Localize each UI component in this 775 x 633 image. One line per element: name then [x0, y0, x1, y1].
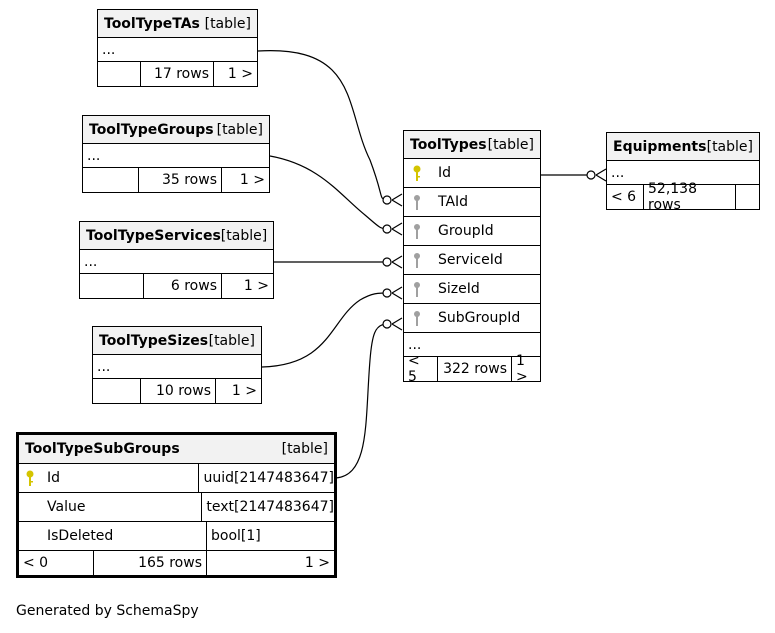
column-row[interactable]: Id uuid[2147483647]: [19, 464, 334, 493]
table-tooltypetas[interactable]: ToolTypeTAs[table] ... 17 rows 1 >: [97, 9, 258, 87]
table-name: ToolTypeTAs: [104, 15, 200, 32]
column-name: SizeId: [438, 281, 480, 297]
children-count: 1 >: [516, 353, 528, 385]
row-count: 10 rows: [141, 379, 216, 403]
table-tag: [table]: [706, 138, 753, 155]
ellipsis: ...: [84, 253, 98, 270]
children-count: 1 >: [304, 555, 330, 571]
row-count: 35 rows: [139, 168, 222, 192]
foreign-key-icon: [414, 195, 420, 210]
table-tag: [table]: [220, 227, 268, 244]
ellipsis: ...: [611, 164, 625, 181]
parents-count: [93, 379, 141, 403]
children-count: 1 >: [239, 172, 265, 188]
column-row[interactable]: SubGroupId: [404, 304, 540, 333]
table-tooltypegroups[interactable]: ToolTypeGroups[table] ... 35 rows 1 >: [82, 115, 270, 193]
table-tag: [table]: [216, 121, 263, 138]
parents-count: < 0: [19, 551, 94, 575]
table-tooltypeservices[interactable]: ToolTypeServices[table] ... 6 rows 1 >: [79, 221, 274, 299]
children-count: 1 >: [227, 66, 253, 82]
row-count: 52,138 rows: [644, 181, 736, 213]
ellipsis: ...: [408, 336, 422, 353]
children-count: 1 >: [231, 383, 257, 399]
children-count: [736, 185, 759, 209]
column-row[interactable]: Value text[2147483647]: [19, 493, 334, 522]
column-row[interactable]: GroupId: [404, 217, 540, 246]
table-name: ToolTypeGroups: [89, 121, 214, 138]
column-name: Value: [47, 499, 86, 515]
rel-subgroups-tooltypes: [335, 323, 388, 479]
parents-count: < 5: [404, 353, 438, 385]
table-name: ToolTypeSubGroups: [25, 441, 180, 457]
row-count: 165 rows: [94, 551, 207, 575]
table-equipments[interactable]: Equipments[table] ... < 6 52,138 rows: [606, 132, 760, 213]
primary-key-icon: [26, 470, 34, 486]
column-name: Id: [438, 165, 452, 181]
parents-count: < 6: [607, 185, 644, 209]
parents-count: [83, 168, 139, 192]
column-name: GroupId: [438, 223, 494, 239]
table-tag: [table]: [487, 136, 534, 153]
primary-key-icon: [413, 165, 421, 181]
column-name: IsDeleted: [47, 528, 114, 544]
column-type: bool[1]: [211, 528, 261, 544]
generated-by-footer: Generated by SchemaSpy: [16, 603, 199, 619]
row-count: 6 rows: [144, 274, 222, 298]
parents-count: [80, 274, 144, 298]
ellipsis: ...: [97, 358, 111, 375]
rel-sizes-tooltypes: [261, 292, 388, 368]
children-count: 1 >: [243, 278, 269, 294]
table-name: ToolTypes: [410, 136, 487, 153]
column-name: TAId: [438, 194, 469, 210]
table-name: ToolTypeSizes: [99, 332, 209, 349]
column-row[interactable]: TAId: [404, 188, 540, 217]
ellipsis: ...: [87, 147, 101, 164]
column-name: ServiceId: [438, 252, 503, 268]
row-count: 322 rows: [438, 357, 512, 381]
column-row[interactable]: ServiceId: [404, 246, 540, 275]
rel-groups-tooltypes: [269, 155, 388, 230]
row-count: 17 rows: [141, 62, 214, 86]
table-tag: [table]: [204, 15, 251, 32]
foreign-key-icon: [414, 224, 420, 239]
column-row[interactable]: Id: [404, 159, 540, 188]
column-name: SubGroupId: [438, 310, 521, 326]
rel-tas-tooltypes: [257, 50, 388, 201]
parents-count: [98, 62, 141, 86]
table-tag: [table]: [208, 332, 255, 349]
table-tooltypes[interactable]: ToolTypes[table] Id TAId GroupId Service…: [403, 130, 541, 385]
foreign-key-icon: [414, 282, 420, 297]
column-type: uuid[2147483647]: [203, 470, 334, 486]
column-row[interactable]: SizeId: [404, 275, 540, 304]
ellipsis: ...: [102, 41, 116, 58]
table-tag: [table]: [281, 441, 328, 457]
table-tooltypesubgroups[interactable]: ToolTypeSubGroups [table] Id uuid[2147483…: [16, 432, 337, 578]
column-type: text[2147483647]: [206, 499, 334, 515]
column-name: Id: [47, 470, 61, 486]
table-tooltypesizes[interactable]: ToolTypeSizes[table] ... 10 rows 1 >: [92, 326, 262, 404]
foreign-key-icon: [414, 311, 420, 326]
table-name: ToolTypeServices: [86, 227, 221, 244]
foreign-key-icon: [414, 253, 420, 268]
column-row[interactable]: IsDeleted bool[1]: [19, 522, 334, 551]
table-name: Equipments: [613, 138, 707, 155]
